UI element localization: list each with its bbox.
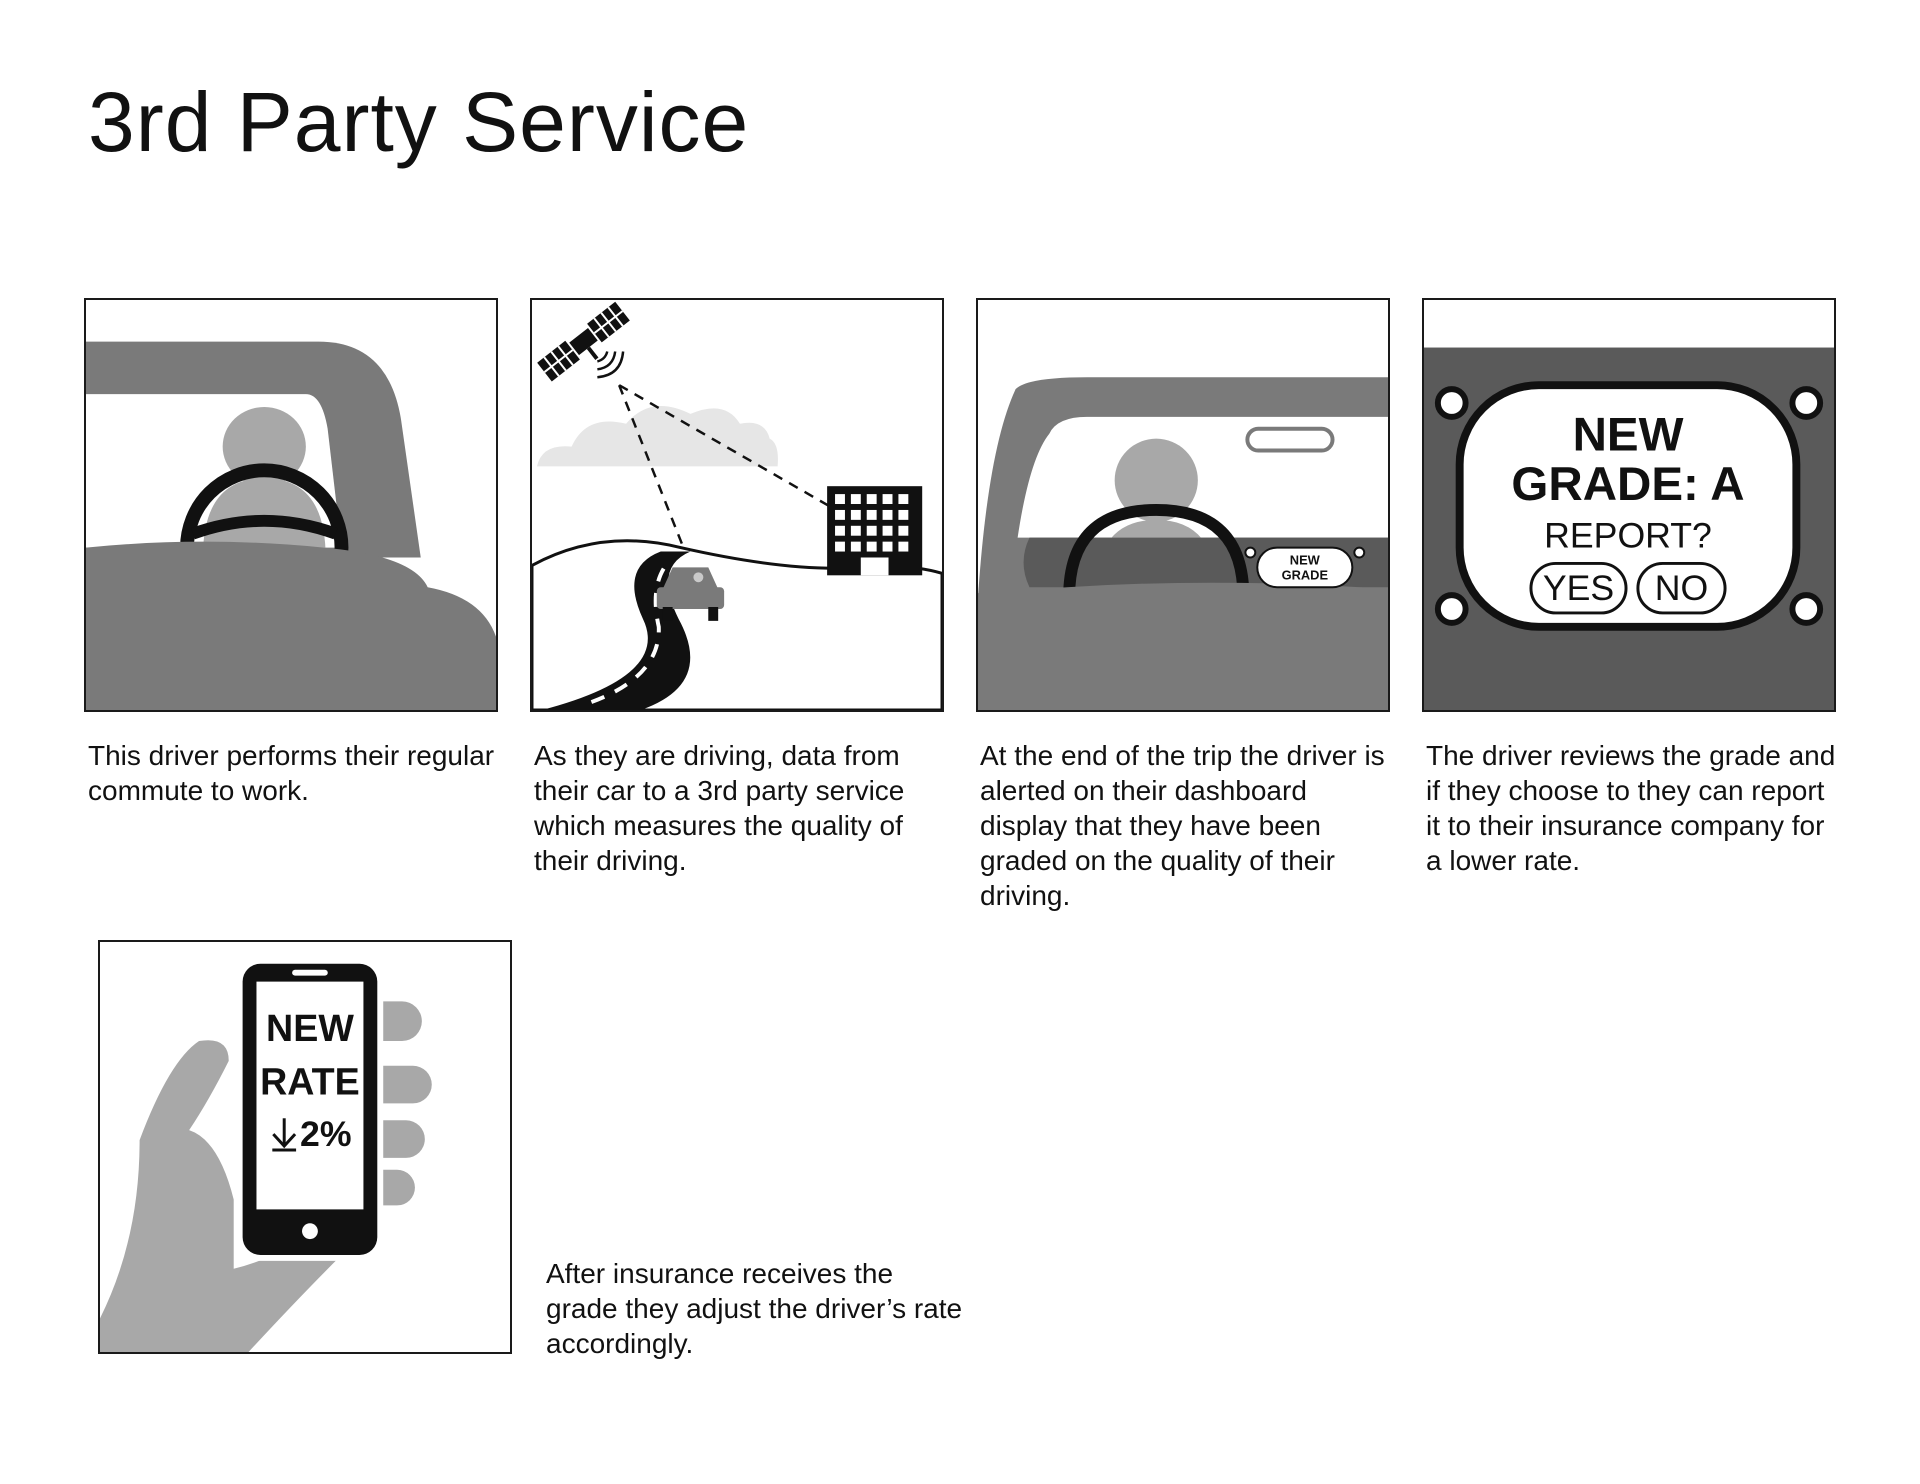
commute-illustration	[86, 341, 496, 710]
panel-new-rate: NEW RATE 2%	[98, 940, 512, 1354]
badge-line-2: GRADE	[1282, 567, 1329, 582]
grade-screen-line-2: GRADE: A	[1511, 458, 1744, 511]
rate-change-value: 2%	[300, 1114, 352, 1154]
smartphone-icon	[236, 957, 384, 1261]
grade-screen-line-1: NEW	[1573, 409, 1684, 462]
panel-2-caption: As they are driving, data from their car…	[534, 740, 905, 876]
satellite-icon	[537, 301, 630, 382]
badge-line-1: NEW	[1290, 552, 1321, 567]
transmission-illustration	[532, 301, 942, 710]
panel-4-caption: The driver reviews the grade and if they…	[1426, 740, 1836, 876]
no-button[interactable]: NO	[1636, 561, 1727, 615]
panel-commute	[84, 298, 498, 712]
panel-3-caption: At the end of the trip the driver is ale…	[980, 740, 1385, 911]
phone-line-1: NEW	[266, 1007, 354, 1049]
screw-icons	[1434, 386, 1824, 626]
panel-dashboard-alert: NEW GRADE	[976, 298, 1390, 712]
building-icon	[827, 486, 923, 576]
grade-screen-illustration: NEW GRADE: A REPORT? YES NO	[1424, 347, 1834, 710]
phone-hand-illustration: NEW RATE 2%	[100, 957, 432, 1352]
phone-line-2: RATE	[260, 1061, 360, 1103]
yes-label: YES	[1543, 568, 1614, 608]
new-grade-badge: NEW GRADE	[1244, 546, 1366, 589]
panel-grade-review: NEW GRADE: A REPORT? YES NO	[1422, 298, 1836, 712]
car-icon	[656, 567, 725, 621]
yes-button[interactable]: YES	[1529, 561, 1628, 615]
page-title: 3rd Party Service	[88, 75, 750, 169]
panel-data-transmission	[530, 298, 944, 712]
report-question: REPORT?	[1544, 516, 1712, 556]
no-label: NO	[1655, 568, 1708, 608]
down-arrow-icon	[272, 1118, 297, 1152]
dashboard-illustration: NEW GRADE	[978, 377, 1388, 710]
panel-1-caption: This driver performs their regular commu…	[88, 740, 495, 806]
panel-5-caption: After insurance receives the grade they …	[546, 1258, 963, 1359]
